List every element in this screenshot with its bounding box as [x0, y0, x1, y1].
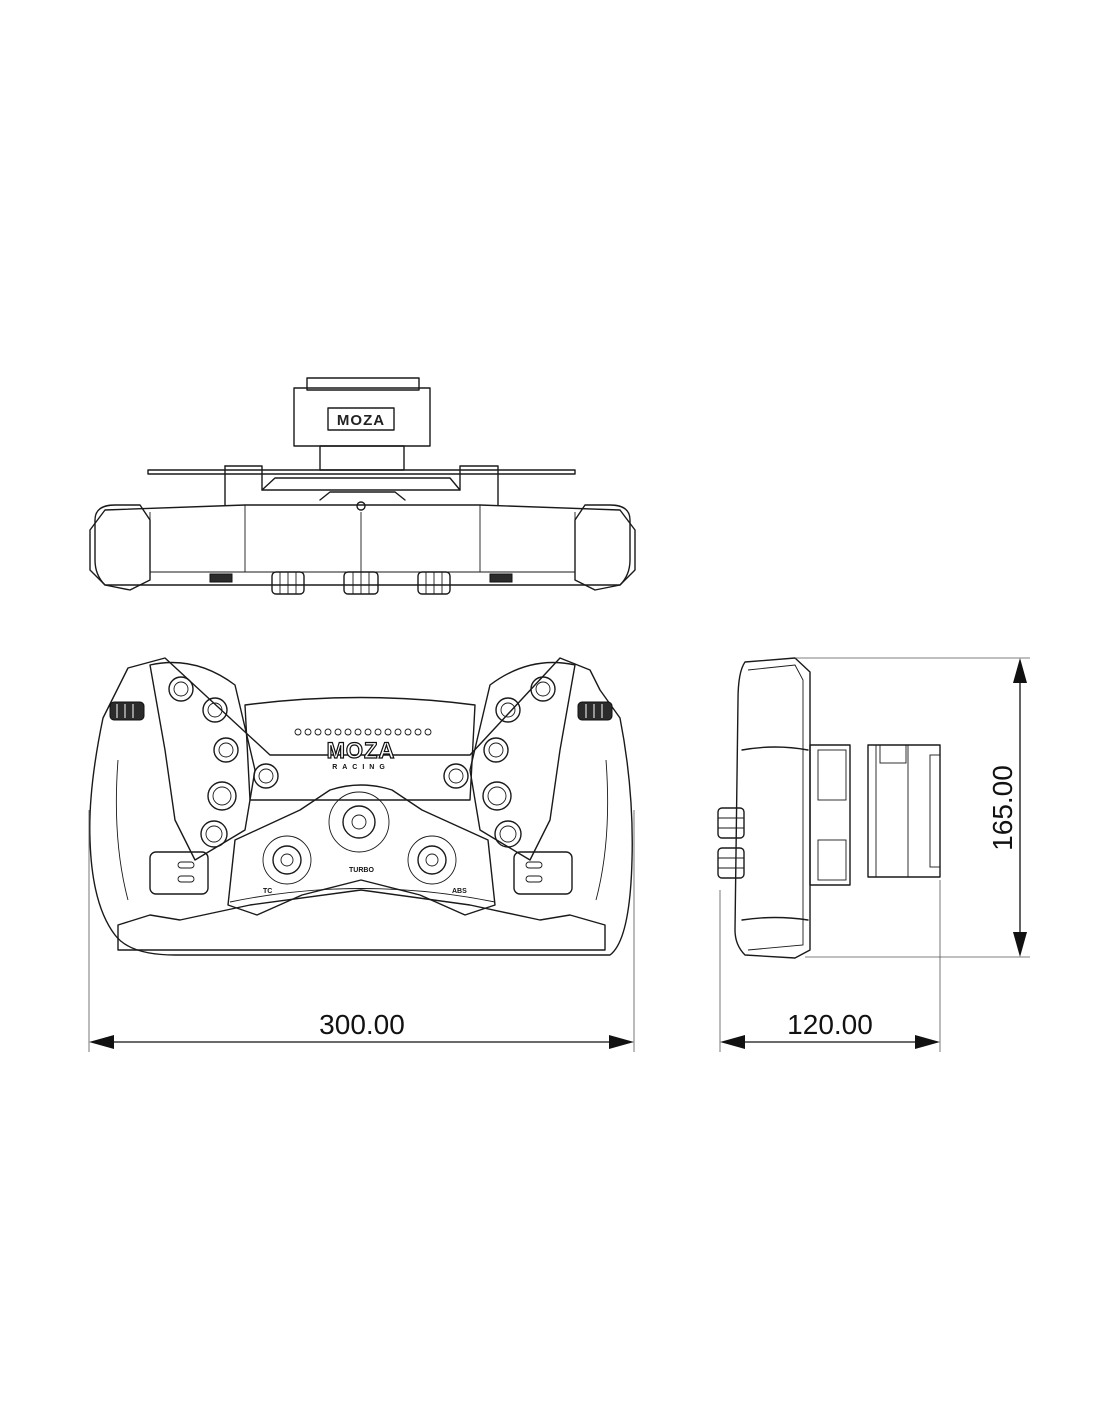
width-label: 300.00 [319, 1009, 405, 1040]
top-view: MOZA [89, 377, 636, 595]
knob-right-top [417, 571, 451, 595]
dimension-width: 300.00 [88, 810, 635, 1052]
rev-leds [294, 728, 432, 736]
dimension-depth: 120.00 [719, 880, 941, 1052]
knob-turbo [328, 791, 390, 853]
hub-logo-box [327, 407, 395, 431]
knob-turbo-label: TURBO [349, 867, 374, 874]
front-view: MOZA RACING [89, 657, 633, 956]
left-toggles [149, 851, 209, 895]
side-view [717, 657, 941, 959]
height-label: 165.00 [987, 765, 1018, 851]
right-rotary [577, 701, 613, 721]
dimension-height: 165.00 [795, 657, 1030, 958]
depth-label: 120.00 [787, 1009, 873, 1040]
knob-tc-label: TC [263, 888, 272, 895]
knob-abs [407, 835, 457, 885]
front-logo-sub: RACING [332, 764, 390, 771]
front-logo: MOZA [327, 738, 396, 763]
knob-abs-label: ABS [452, 888, 467, 895]
hub-logo: MOZA [337, 412, 385, 429]
knob-center-top [343, 571, 379, 595]
left-buttons [168, 676, 279, 848]
right-toggles [513, 851, 573, 895]
knob-tc [262, 835, 312, 885]
knob-left-top [271, 571, 305, 595]
left-rotary [109, 701, 145, 721]
right-buttons [443, 676, 556, 848]
